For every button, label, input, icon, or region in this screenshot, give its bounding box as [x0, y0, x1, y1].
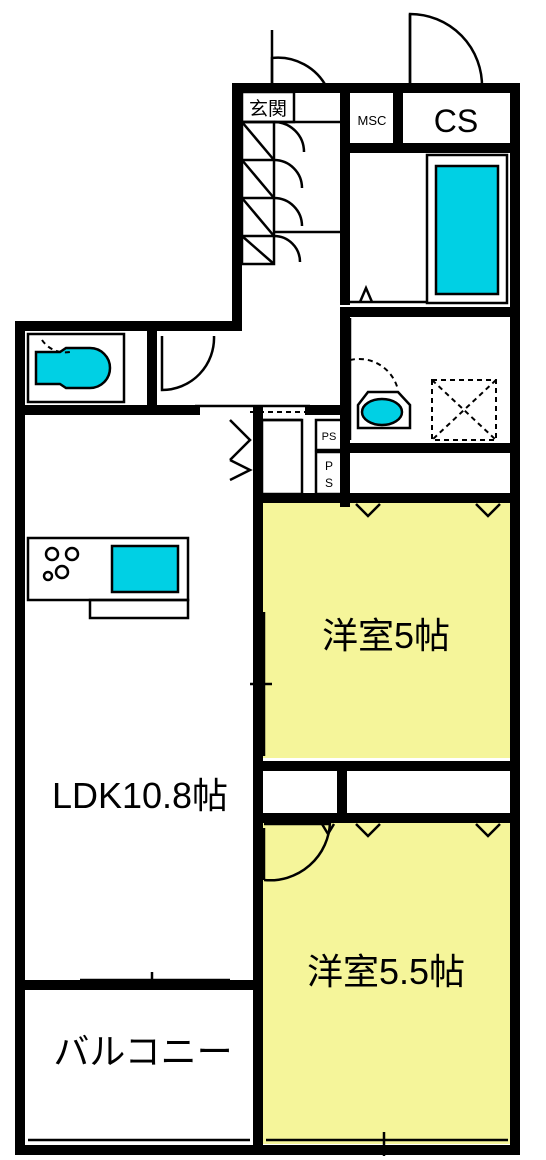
ps-upper-label: PS: [322, 431, 337, 443]
bathroom: [350, 153, 509, 305]
balcony-window: [28, 972, 508, 1156]
washroom: [348, 318, 497, 441]
washbasin-icon: [360, 397, 404, 427]
ldk-room5-sliding-door: [250, 612, 272, 756]
washer-pan-icon: [431, 379, 497, 441]
ldk-label: LDK10.8帖: [52, 775, 228, 816]
shoe-cabinet: [240, 120, 342, 266]
entrance-label: 玄関: [249, 98, 287, 120]
room-west-55-label: 洋室5.5帖: [307, 951, 465, 992]
kitchen-counter: [26, 536, 190, 620]
outer-wall: [15, 83, 520, 1155]
entrance-doors: [270, 12, 484, 89]
interior-walls: [15, 83, 520, 1155]
toilet-icon: [34, 346, 112, 390]
room-west-5-label: 洋室5帖: [322, 615, 450, 656]
toilet-room: [26, 332, 216, 404]
bathtub-icon: [434, 164, 500, 296]
room55-door: [262, 821, 501, 882]
room-west-55-fill: [263, 822, 515, 1144]
msc-label: MSC: [358, 113, 387, 128]
entrance-label-box: [240, 90, 296, 124]
cs-label: CS: [434, 103, 478, 139]
room-west-5-fill: [263, 502, 515, 758]
ps-boxes: [314, 418, 344, 496]
ldk-top-doors: [195, 404, 310, 496]
ps-lower-s-label: S: [325, 476, 333, 490]
balcony-label: バルコニー: [53, 1031, 232, 1072]
ps-lower-p-label: P: [325, 459, 333, 473]
room5-closet: [355, 503, 501, 518]
stove-burners-icon: [42, 546, 80, 582]
kitchen-sink-icon: [110, 544, 180, 594]
